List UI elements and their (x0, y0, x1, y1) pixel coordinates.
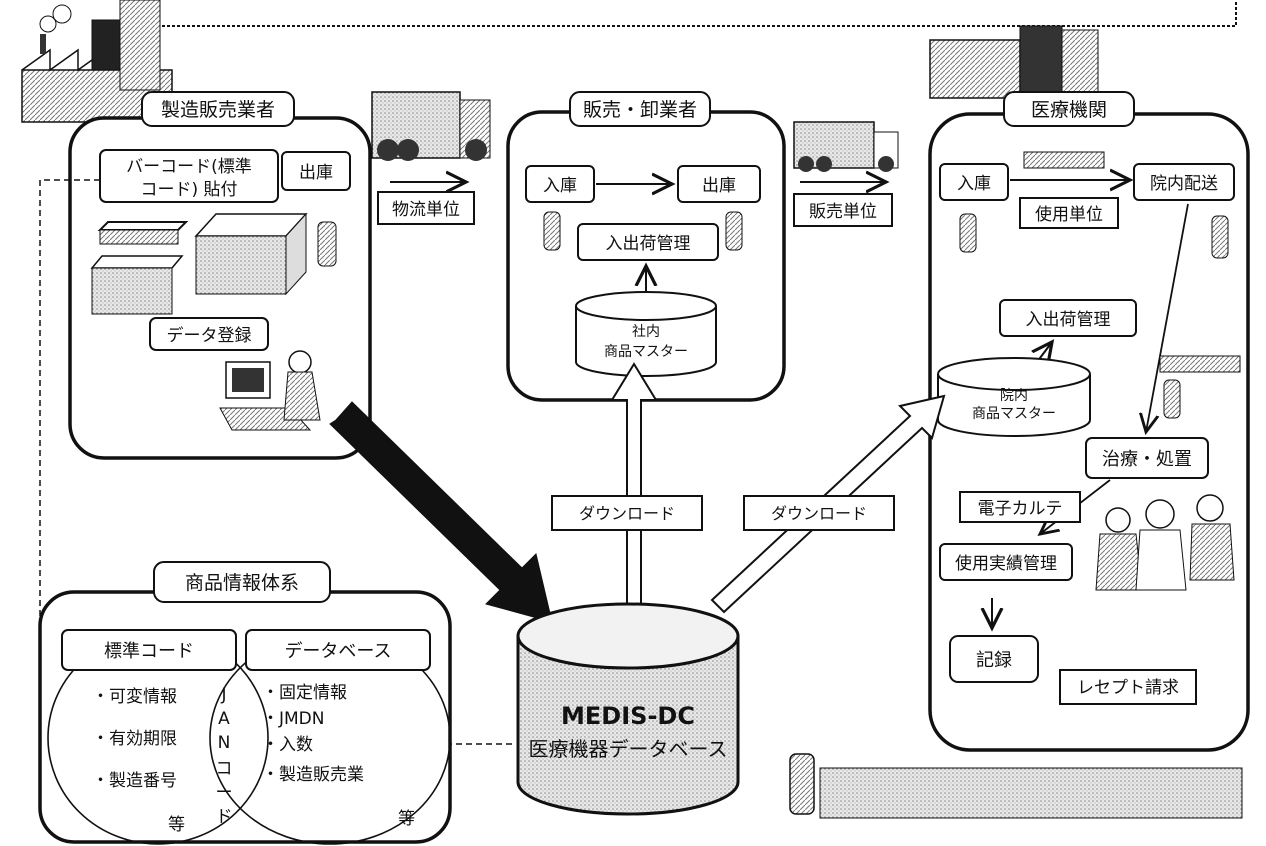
standard-code-box (61, 629, 237, 671)
download-right-box (743, 495, 895, 531)
database-subtitle: 医療機器データベース (529, 737, 728, 761)
hospital-receiving-box (939, 163, 1009, 201)
database-name: MEDIS-DC (561, 702, 695, 730)
data-registration-box (149, 317, 269, 351)
scanner-icon-w2 (725, 211, 743, 251)
wholesaler-receiving-label: 入庫 (543, 176, 577, 196)
database-cylinder (516, 602, 740, 816)
wholesaler-inout-label: 入出荷管理 (606, 234, 691, 254)
wholesaler-master-cylinder (575, 291, 717, 377)
sales-unit-box (793, 193, 893, 227)
truck-illustration-1 (371, 91, 491, 161)
hospital-building-illustration (929, 25, 1099, 99)
scanner-icon-h2 (1211, 215, 1229, 259)
scanner-icon-h1 (959, 213, 977, 253)
variable-item: 等 (168, 815, 185, 835)
variable-item: ・有効期限 (92, 729, 177, 749)
ehr-label: 電子カルテ (978, 499, 1063, 519)
hospital-inout-label: 入出荷管理 (1026, 310, 1111, 330)
receipt-claim-box (1059, 669, 1197, 705)
product-info-title: 商品情報体系 (185, 572, 299, 594)
hospital-delivery-label: 院内配送 (1150, 174, 1218, 194)
usage-management-label: 使用実績管理 (955, 553, 1057, 574)
top-frame (157, 0, 1237, 27)
hospital-inout-box (999, 299, 1137, 337)
receipt-claim-label: レセプト請求 (1077, 678, 1179, 698)
barcode-to-code-dashed-line (39, 179, 100, 738)
wholesaler-master-line1: 社内 (632, 324, 660, 340)
jan-char: N (218, 733, 231, 753)
standard-code-label: 標準コード (104, 641, 194, 662)
wholesaler-shipping-box (677, 165, 761, 203)
variable-item: ・製造番号 (92, 771, 177, 791)
manufacturer-shipping-box (281, 151, 351, 191)
medical-staff-illustration (1095, 494, 1235, 591)
variable-item: ・可変情報 (92, 687, 177, 707)
usage-item-illustration-2 (1159, 355, 1241, 373)
barcode-label-line1: バーコード(標準 (126, 157, 252, 177)
fixed-item: ・入数 (262, 735, 313, 755)
barcode-box (99, 149, 279, 203)
truck-illustration-2 (793, 121, 899, 172)
logistics-unit-label: 物流単位 (392, 200, 460, 220)
usage-management-box (939, 543, 1073, 581)
manufacturer-title-box (141, 91, 295, 127)
scanner-icon-h3 (1163, 379, 1181, 419)
logistics-unit-box (377, 191, 475, 225)
download-right-label: ダウンロード (771, 504, 867, 523)
jan-char: ド (216, 807, 233, 827)
hospital-receiving-label: 入庫 (957, 174, 991, 194)
hospital-master-line1: 院内 (1000, 388, 1028, 404)
hospital-title: 医療機関 (1031, 99, 1107, 121)
hospital-master-line2: 商品マスター (972, 406, 1056, 422)
download-left-box (551, 495, 703, 531)
scanner-icon-w1 (543, 211, 561, 251)
treatment-box (1085, 437, 1209, 479)
fixed-item: ・JMDN (262, 709, 325, 729)
hospital-delivery-box (1133, 163, 1235, 201)
jan-char: コ (216, 759, 233, 779)
jan-char: J (220, 685, 226, 705)
scanner-icon-bottom (789, 753, 815, 815)
treatment-label: 治療・処置 (1102, 449, 1192, 470)
usage-item-illustration (1023, 151, 1105, 169)
jan-char: A (218, 709, 230, 729)
wholesaler-shipping-label: 出庫 (702, 176, 736, 196)
database-label: データベース (284, 641, 391, 662)
jan-char: ー (216, 783, 233, 803)
product-boxes-illustration (90, 212, 337, 315)
download-arrow-left (610, 362, 658, 607)
ehr-box (959, 491, 1081, 523)
wholesaler-receiving-box (525, 165, 595, 203)
wholesaler-title-box (569, 91, 711, 127)
record-box (949, 635, 1039, 683)
data-registration-label: データ登録 (167, 325, 252, 346)
download-left-label: ダウンロード (579, 504, 675, 523)
hospital-master-cylinder (937, 357, 1091, 437)
fixed-item: ・固定情報 (262, 683, 347, 703)
manufacturer-title: 製造販売業者 (161, 99, 275, 121)
fixed-item: 等 (398, 809, 415, 829)
wholesaler-master-line2: 商品マスター (604, 344, 688, 360)
wholesaler-title: 販売・卸業者 (583, 99, 697, 121)
usage-unit-box (1019, 197, 1119, 229)
person-at-computer-illustration (219, 350, 321, 431)
wholesaler-inout-box (577, 223, 719, 261)
hospital-title-box (1003, 91, 1135, 127)
fixed-item: ・製造販売業 (262, 765, 364, 785)
usage-unit-label: 使用単位 (1035, 204, 1103, 225)
sales-unit-label: 販売単位 (809, 202, 877, 222)
hatched-banner (819, 767, 1243, 819)
database-label-box (245, 629, 431, 671)
delivery-to-treatment-line (1146, 203, 1189, 432)
barcode-label-line2: コード) 貼付 (140, 180, 237, 200)
registration-arrow (329, 401, 553, 623)
record-label: 記録 (976, 650, 1012, 671)
manufacturer-shipping-label: 出庫 (299, 163, 333, 183)
product-info-title-box (153, 561, 331, 603)
